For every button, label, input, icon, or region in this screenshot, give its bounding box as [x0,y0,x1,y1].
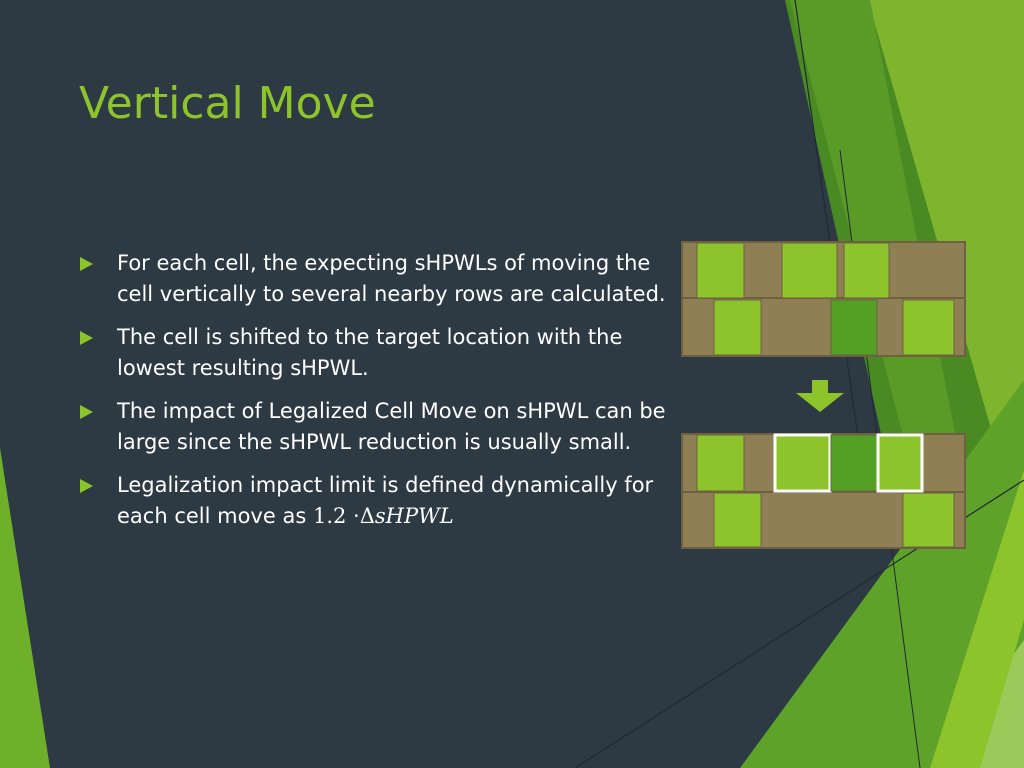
cell [713,299,762,356]
formula-delta: Δ [359,504,375,528]
candidate-slot [876,433,924,493]
bullet-text: The cell is shifted to the target locati… [117,325,623,380]
right-bright-wedge [930,470,1024,768]
cell [781,242,838,299]
cell [713,492,762,548]
bullet-item: For each cell, the expecting sHPWLs of m… [80,248,680,310]
right-triangle-bullet-icon [80,479,93,493]
moving-cell [830,299,878,356]
slide-title: Vertical Move [79,78,376,129]
right-triangle-bullet-icon [80,405,93,419]
left-green-sliver [0,448,50,768]
formula-coefficient: 1.2 · [312,504,360,528]
formula-variable: sHPWL [374,504,454,528]
bullet-text: Legalization impact limit is defined dyn… [117,473,654,528]
cell [696,434,745,492]
candidate-slot [773,433,832,493]
bullet-item: The impact of Legalized Cell Move on sHP… [80,396,680,458]
moved-cell [830,434,879,492]
cell [902,492,955,548]
before-rows [681,241,966,357]
right-triangle-bullet-icon [80,257,93,271]
cell-placement-diagram [681,241,966,549]
cell [696,242,745,299]
bullet-text: The impact of Legalized Cell Move on sHP… [117,399,666,454]
right-triangle-bullet-icon [80,331,93,345]
after-rows [681,433,966,549]
bullet-list: For each cell, the expecting sHPWLs of m… [80,248,680,544]
bullet-item: The cell is shifted to the target locati… [80,322,680,384]
bullet-text: For each cell, the expecting sHPWLs of m… [117,251,666,306]
down-arrow-icon [796,380,844,412]
bullet-item: Legalization impact limit is defined dyn… [80,470,680,532]
cell [843,242,890,299]
formula: 1.2 ·ΔsHPWL [313,504,454,528]
cell [902,299,955,356]
